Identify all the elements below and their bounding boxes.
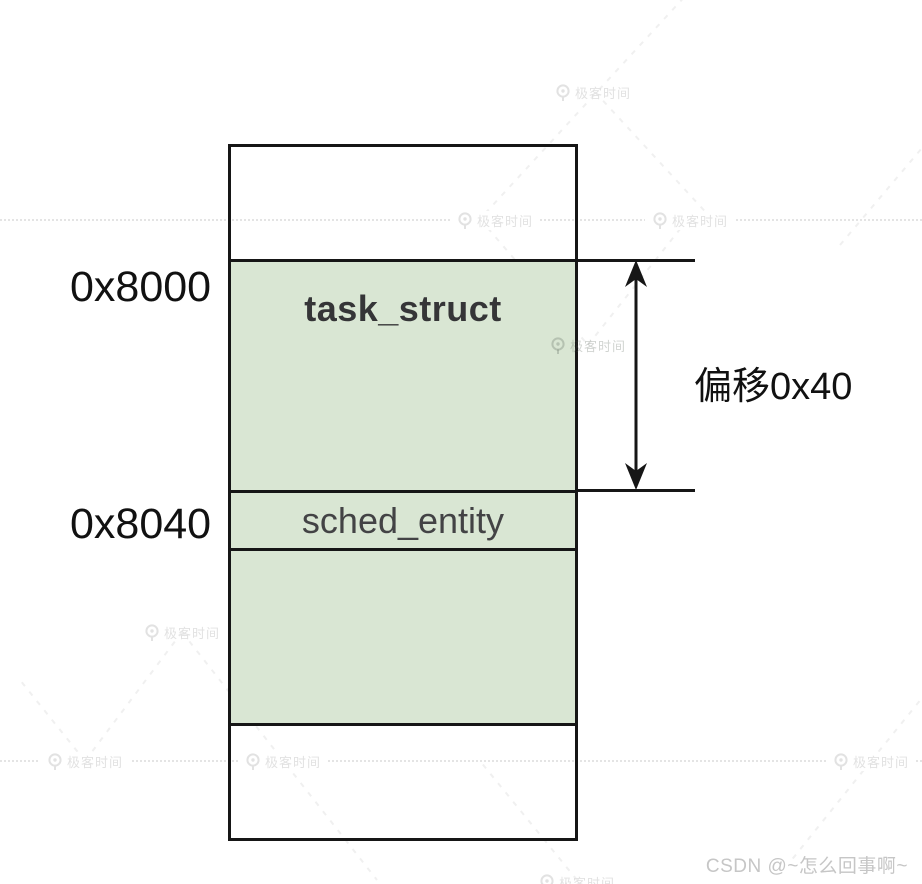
section-upper-padding	[231, 147, 575, 259]
extension-line-0x8040	[578, 489, 695, 492]
extension-line-0x8000	[578, 259, 695, 262]
address-label-0x8040: 0x8040	[70, 500, 212, 548]
address-label-0x8000: 0x8000	[70, 263, 212, 311]
section-task-struct: task_struct	[231, 259, 575, 490]
offset-annotation: 偏移0x40	[694, 366, 853, 408]
section-sched-entity: sched_entity	[231, 490, 575, 548]
section-lower-green	[231, 548, 575, 723]
watermark-dotted-line-lower	[0, 760, 922, 762]
offset-double-arrow	[625, 260, 647, 490]
memory-layout-box: task_struct sched_entity	[228, 144, 578, 841]
section-lower-padding	[231, 723, 575, 838]
sched-entity-label: sched_entity	[301, 499, 505, 541]
task-struct-label: task_struct	[304, 288, 502, 329]
csdn-author-watermark: CSDN @~怎么回事啊~	[705, 856, 908, 877]
